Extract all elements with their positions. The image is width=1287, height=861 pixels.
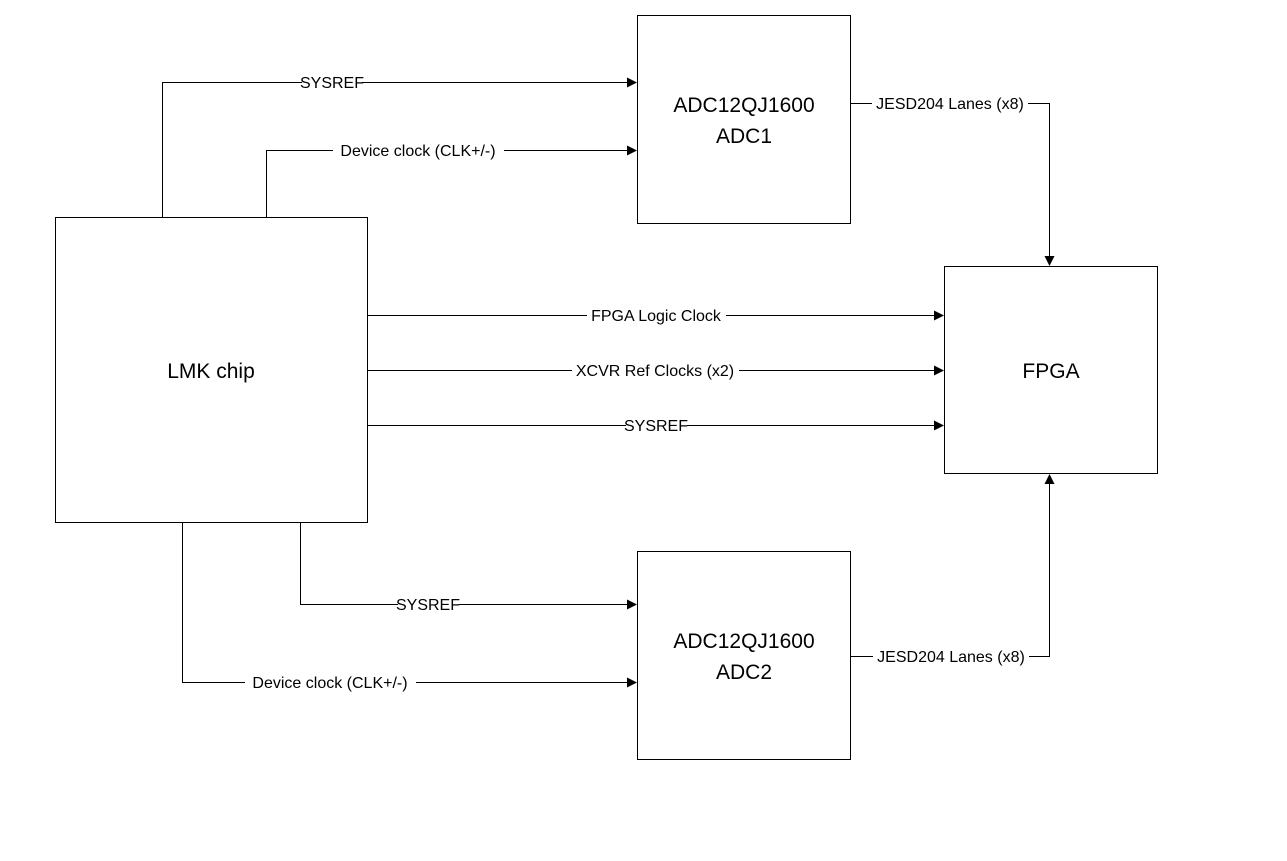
label-bg bbox=[626, 415, 687, 435]
label-lmk-fpga-logic-clock: FPGA Logic Clock bbox=[591, 308, 722, 325]
connector-adc2-fpga-jesd: JESD204 Lanes (x8) bbox=[851, 474, 1055, 666]
connector-lmk-adc2-sysref: SYSREF bbox=[300, 523, 637, 614]
label-bg bbox=[873, 646, 1029, 666]
label-adc2-fpga-jesd: JESD204 Lanes (x8) bbox=[877, 649, 1025, 666]
label-bg bbox=[587, 305, 726, 325]
adc1-block: ADC12QJ1600 ADC1 bbox=[637, 15, 851, 224]
label-bg bbox=[302, 72, 362, 92]
wire-lmk-adc1-devclk bbox=[266, 150, 628, 217]
adc2-block: ADC12QJ1600 ADC2 bbox=[637, 551, 851, 760]
arrowhead-fpga-jesd-top bbox=[1044, 256, 1055, 266]
adc2-part-label: ADC12QJ1600 bbox=[673, 630, 814, 653]
adc1-box bbox=[637, 15, 851, 224]
arrowhead-adc1-devclk bbox=[627, 145, 637, 156]
wire-lmk-adc2-devclk bbox=[182, 523, 628, 683]
arrowhead-fpga-sysref bbox=[934, 420, 944, 431]
fpga-block: FPGA bbox=[944, 266, 1158, 474]
label-adc1-fpga-jesd: JESD204 Lanes (x8) bbox=[876, 96, 1024, 113]
arrowhead-adc1-sysref bbox=[627, 77, 637, 88]
connector-lmk-fpga-sysref: SYSREF bbox=[368, 415, 944, 435]
label-bg bbox=[333, 140, 504, 160]
label-lmk-adc1-sysref: SYSREF bbox=[300, 75, 364, 92]
connector-lmk-fpga-xcvr-ref: XCVR Ref Clocks (x2) bbox=[368, 360, 944, 380]
wire-lmk-adc2-sysref bbox=[300, 523, 628, 605]
label-lmk-adc1-devclk: Device clock (CLK+/-) bbox=[340, 143, 495, 160]
arrowhead-fpga-logic-clock bbox=[934, 310, 944, 321]
label-lmk-fpga-xcvr-ref: XCVR Ref Clocks (x2) bbox=[576, 363, 734, 380]
adc2-box bbox=[637, 551, 851, 760]
arrowhead-fpga-xcvr-ref bbox=[934, 365, 944, 376]
lmk-chip-box bbox=[55, 217, 368, 523]
wire-adc2-fpga-jesd bbox=[851, 484, 1050, 657]
connector-lmk-adc1-devclk: Device clock (CLK+/-) bbox=[266, 140, 637, 217]
fpga-box bbox=[944, 266, 1158, 474]
adc1-part-label: ADC12QJ1600 bbox=[673, 94, 814, 117]
connector-lmk-fpga-logic-clock: FPGA Logic Clock bbox=[368, 305, 944, 325]
fpga-label: FPGA bbox=[1022, 360, 1079, 383]
connector-adc1-fpga-jesd: JESD204 Lanes (x8) bbox=[851, 93, 1055, 266]
label-lmk-fpga-sysref: SYSREF bbox=[624, 418, 688, 435]
wire-adc1-fpga-jesd bbox=[851, 103, 1050, 257]
label-bg bbox=[872, 93, 1028, 113]
connector-lmk-adc2-devclk: Device clock (CLK+/-) bbox=[182, 523, 637, 692]
lmk-chip-label: LMK chip bbox=[167, 360, 255, 383]
connector-lmk-adc1-sysref: SYSREF bbox=[162, 72, 637, 217]
label-bg bbox=[245, 672, 416, 692]
lmk-chip-block: LMK chip bbox=[55, 217, 368, 523]
label-bg bbox=[572, 360, 739, 380]
label-lmk-adc2-devclk: Device clock (CLK+/-) bbox=[252, 675, 407, 692]
wire-lmk-adc1-sysref bbox=[162, 82, 628, 217]
arrowhead-fpga-jesd-bottom bbox=[1044, 474, 1055, 484]
label-bg bbox=[398, 594, 459, 614]
adc2-name-label: ADC2 bbox=[716, 661, 772, 684]
label-lmk-adc2-sysref: SYSREF bbox=[396, 597, 460, 614]
adc1-name-label: ADC1 bbox=[716, 125, 772, 148]
arrowhead-adc2-sysref bbox=[627, 599, 637, 610]
arrowhead-adc2-devclk bbox=[627, 677, 637, 688]
